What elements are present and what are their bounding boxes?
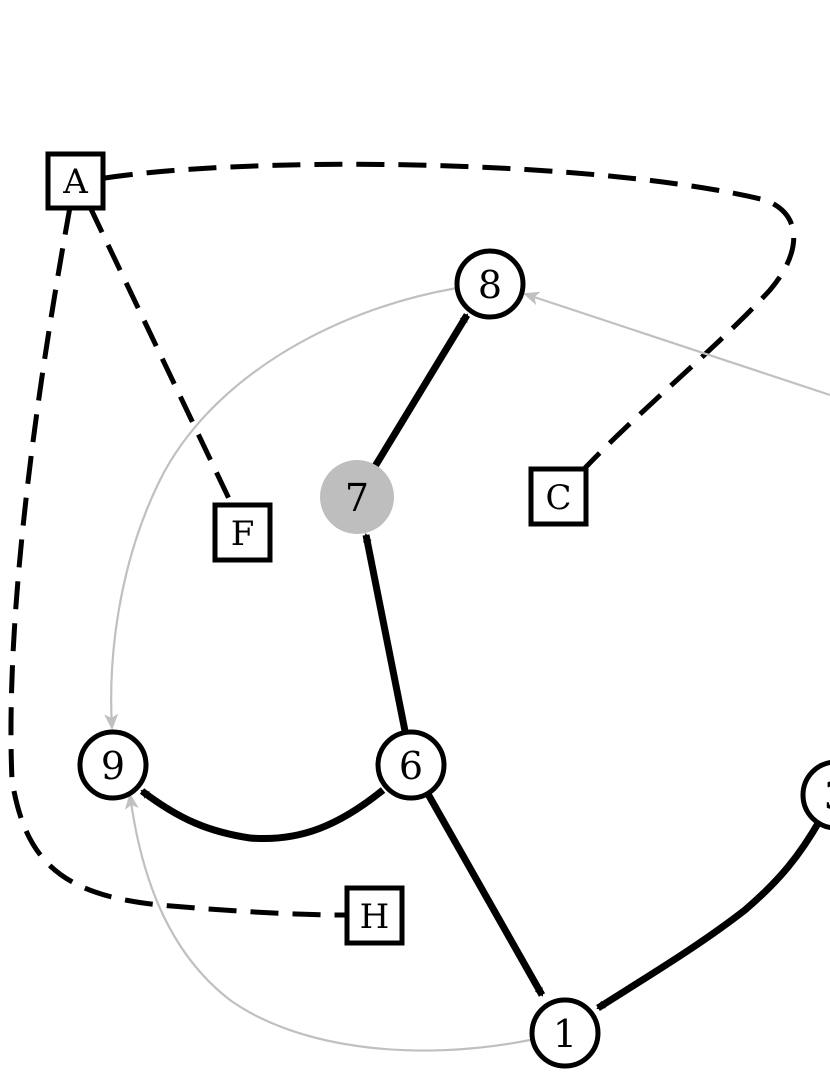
node-9-label: 9	[101, 744, 125, 788]
box-H-label: H	[360, 897, 390, 937]
box-H: H	[344, 885, 405, 946]
edge-3-1	[596, 818, 824, 1011]
edge-offpage-8	[523, 291, 830, 397]
edge-6-1	[424, 792, 546, 997]
node-3-label: 3	[824, 774, 830, 818]
edge-A-F	[87, 205, 235, 507]
box-F-label: F	[231, 514, 255, 554]
edge-A-H	[8, 206, 347, 918]
node-1-label: 1	[553, 1012, 577, 1056]
node-1: 1	[529, 997, 601, 1069]
node-3: 3	[800, 760, 830, 830]
box-F: F	[212, 502, 273, 563]
edge-1-9	[124, 793, 531, 1052]
box-C-label: C	[545, 478, 571, 518]
edge-6-7	[362, 533, 409, 732]
edge-A-C	[104, 161, 797, 470]
node-9: 9	[77, 729, 149, 801]
node-8-label: 8	[478, 263, 502, 307]
node-6: 6	[375, 729, 447, 801]
edge-7-8	[371, 313, 470, 470]
edge-8-9	[104, 286, 458, 730]
edge-6-9	[139, 787, 386, 843]
node-7-label: 7	[345, 476, 369, 520]
node-6-label: 6	[399, 744, 423, 788]
box-A-label: A	[62, 162, 88, 202]
box-A: A	[45, 151, 106, 211]
node-7: 7	[320, 460, 394, 534]
node-8: 8	[454, 248, 526, 320]
box-C: C	[528, 466, 589, 527]
